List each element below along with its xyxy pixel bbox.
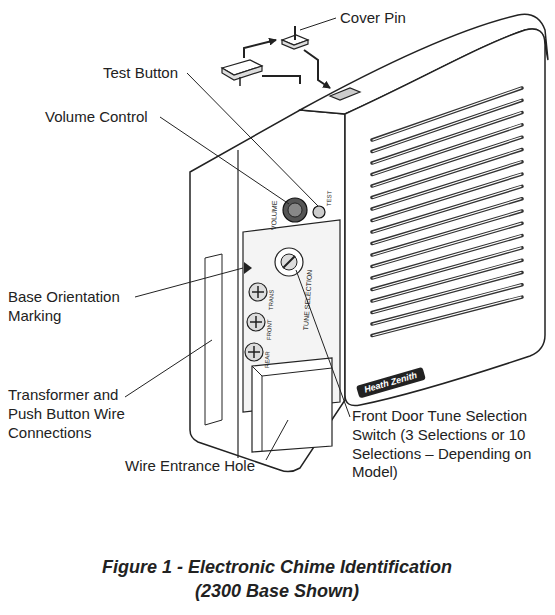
grille	[372, 88, 522, 336]
cover-front	[345, 29, 545, 406]
grille-slot	[372, 199, 522, 244]
hole-edge	[262, 376, 263, 451]
grille-slot-highlight	[373, 297, 521, 335]
grille-slot	[372, 186, 522, 232]
grille-slot	[372, 137, 522, 186]
terminal-screw	[247, 313, 265, 331]
grille-slot-highlight	[373, 248, 521, 290]
screw-slot	[257, 286, 259, 298]
assembly-arrow	[304, 50, 330, 88]
assembly-arrow	[262, 76, 300, 84]
cover-pin-part	[239, 77, 241, 86]
side-recess	[205, 254, 222, 425]
grille-slot	[372, 211, 522, 255]
part-label: Transformer and Push Button Wire Connect…	[8, 386, 138, 442]
grille-slot-highlight	[373, 236, 521, 278]
part-label: Cover Pin	[340, 9, 406, 28]
figure-caption: Figure 1 - Electronic Chime Identificati…	[87, 555, 467, 604]
grille-slot	[372, 162, 522, 209]
tune-dial	[275, 248, 303, 276]
test-button	[313, 206, 325, 218]
base-housing	[190, 110, 345, 472]
grille-slot-highlight	[373, 223, 521, 266]
wire-entrance-hole	[252, 358, 332, 452]
grille-slot-highlight	[373, 150, 521, 198]
leader-line	[160, 117, 289, 204]
grille-slot	[372, 248, 522, 290]
grille-slot	[372, 273, 522, 313]
grille-slot	[372, 297, 522, 335]
terminal-marking: TRANS	[268, 290, 276, 311]
screw-slot	[253, 346, 255, 358]
grille-slot	[372, 150, 522, 198]
part-label: Volume Control	[45, 108, 148, 127]
panel-marking: VOLUME	[270, 200, 280, 230]
orientation-mark	[244, 262, 252, 274]
screw-slot	[255, 316, 257, 328]
cover-pin-part	[222, 66, 262, 80]
leader-line	[266, 420, 288, 460]
hole-edge	[262, 368, 332, 376]
volume-knob	[283, 198, 307, 222]
cover-pin	[294, 26, 296, 40]
part-label: Base Orientation Marking	[8, 288, 138, 326]
grille-slot-highlight	[373, 260, 521, 301]
grille-slot-highlight	[373, 186, 521, 232]
grille-slot-highlight	[373, 137, 521, 186]
grille-slot-highlight	[373, 174, 521, 220]
tune-dial-slot	[283, 256, 295, 268]
leader-line	[125, 340, 212, 397]
grille-slot-highlight	[373, 125, 521, 175]
part-label: Test Button	[103, 64, 178, 83]
panel-marking: TEST	[326, 191, 334, 207]
terminal-screw	[249, 283, 267, 301]
grille-slot-highlight	[373, 211, 521, 255]
grille-slot	[372, 236, 522, 278]
grille-slot-highlight	[373, 199, 521, 244]
grille-slot-highlight	[373, 162, 521, 209]
terminal-marking: REAR	[264, 351, 272, 368]
grille-slot	[372, 260, 522, 301]
hole-edge	[252, 366, 262, 376]
part-label: Wire Entrance Hole	[125, 457, 255, 476]
cover-pin	[282, 40, 308, 49]
terminal-marking: FRONT	[266, 319, 274, 340]
leader-line	[300, 18, 336, 30]
grille-slot	[372, 223, 522, 266]
leader-line	[296, 270, 350, 417]
terminal-screw	[245, 343, 263, 361]
grille-slot	[372, 174, 522, 220]
cover-pin-slot	[330, 88, 360, 100]
leader-line	[187, 73, 318, 206]
volume-knob-cap	[288, 203, 302, 217]
tune-dial-center	[281, 254, 297, 270]
part-label: Front Door Tune Selection Switch (3 Sele…	[352, 407, 532, 482]
base-edge	[237, 150, 238, 458]
leader-line	[135, 268, 243, 297]
assembly-arrow	[244, 40, 276, 58]
